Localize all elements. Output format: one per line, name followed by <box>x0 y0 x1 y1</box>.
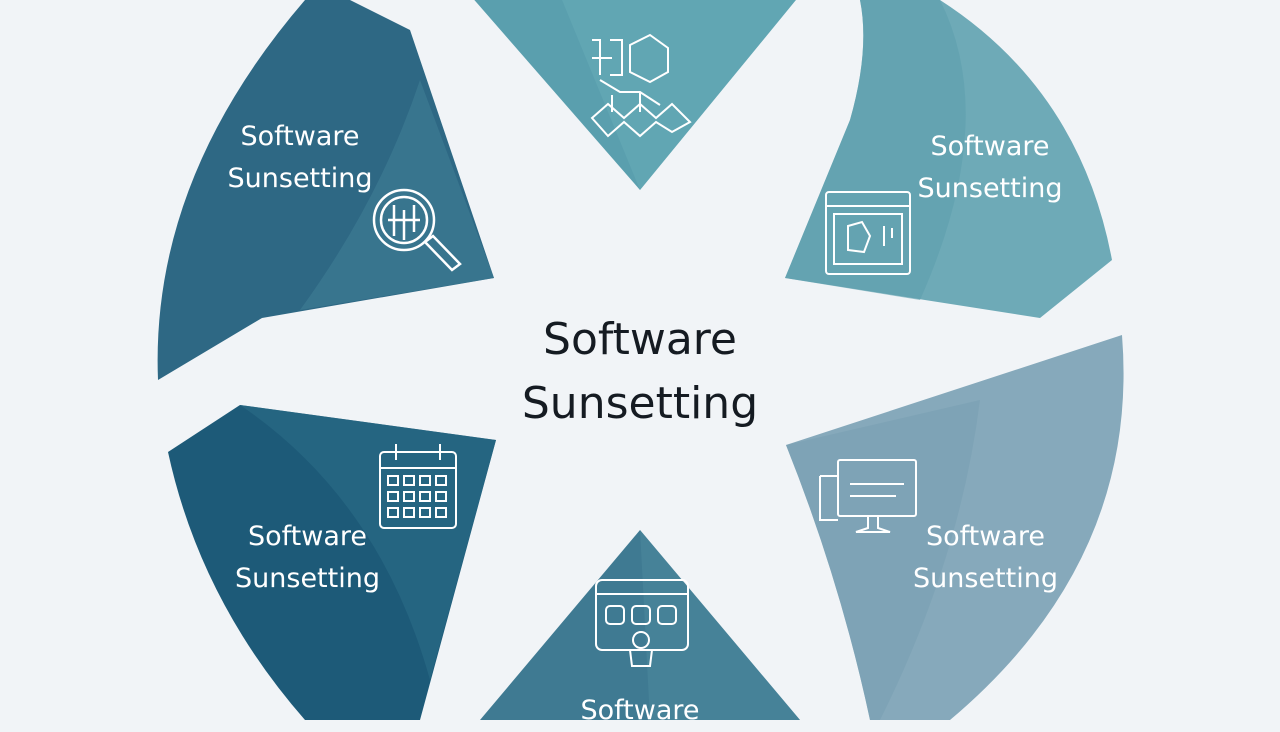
segment-top-left-label-line2: Sunsetting <box>227 163 373 194</box>
center-title-line2: Sunsetting <box>521 378 759 429</box>
segment-top-right <box>785 0 1112 318</box>
segment-top-right-label-line2: Sunsetting <box>917 173 1063 204</box>
calendar-icon <box>379 444 457 529</box>
segment-top-right-label-line1: Software <box>930 131 1050 162</box>
network-diagram-icon <box>590 33 692 138</box>
center-title-line1: Software <box>543 314 737 365</box>
dashboard-panel-icon <box>595 579 689 667</box>
center-title: Software Sunsetting <box>440 308 840 436</box>
monitor-icon <box>819 459 917 533</box>
segment-bottom-left <box>168 405 496 720</box>
segment-top-left-label-line1: Software <box>240 121 360 152</box>
segment-bottom-left-label-line1: Software <box>247 521 368 552</box>
segment-top-left-label: Software Sunsetting <box>210 116 390 200</box>
segment-bottom-label-line1: Software <box>580 695 700 726</box>
segment-top-right-label: Software Sunsetting <box>900 126 1080 210</box>
magnifier-icon <box>372 188 462 272</box>
segment-bottom-right-label-line1: Software <box>925 521 1046 552</box>
segment-top <box>474 0 796 190</box>
segment-bottom-left-label: Software Sunsetting <box>215 516 400 600</box>
document-window-icon <box>825 191 911 275</box>
segment-bottom-label: Software <box>550 690 730 732</box>
segment-bottom <box>480 530 800 720</box>
segment-bottom-left-label-line2: Sunsetting <box>235 563 380 594</box>
segment-top-left <box>157 0 494 380</box>
segment-bottom-right-label-line2: Sunsetting <box>913 563 1058 594</box>
segment-bottom-right <box>786 335 1124 720</box>
segment-bottom-right-label: Software Sunsetting <box>893 516 1078 600</box>
